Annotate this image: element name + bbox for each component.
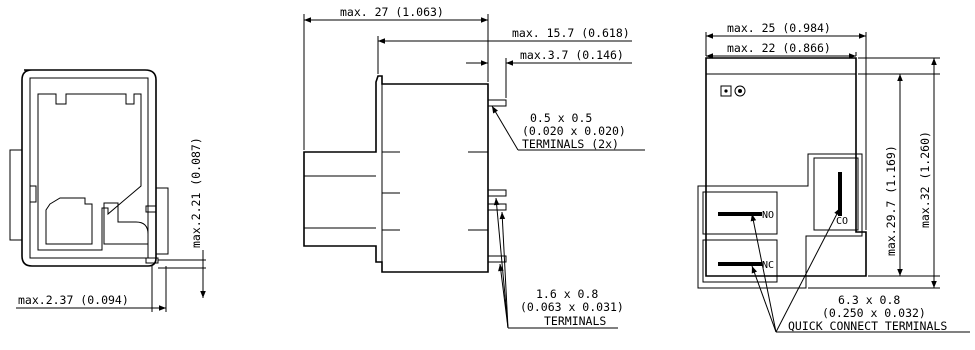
top-dim-inner-height-label: max.29.7 (1.169): [884, 145, 898, 256]
side-main-terminal-label: TERMINALS: [544, 314, 606, 328]
side-dim-pin-label: max.3.7 (0.146): [520, 48, 624, 62]
top-terminal-block: [697, 153, 863, 289]
top-square-marker: [720, 85, 732, 97]
front-dim-height-label: max.2.21 (0.087): [189, 137, 203, 248]
top-co-blade: [838, 172, 842, 216]
top-qc-terminal-inch: (0.250 x 0.032): [822, 306, 926, 320]
side-dim-body-label: max. 15.7 (0.618): [512, 26, 630, 40]
side-leader-t2: [499, 211, 509, 329]
front-view: max.2.21 (0.087) max.2.37 (0.094): [9, 69, 206, 312]
top-nc-terminal: [702, 239, 778, 283]
side-dim-overall-label: max. 27 (1.063): [340, 5, 444, 19]
side-view: max. 27 (1.063) max. 15.7 (0.618) max.3.…: [303, 5, 645, 329]
front-inner-frame: [29, 77, 149, 259]
top-dim-outer-width-label: max. 25 (0.984): [727, 21, 831, 35]
top-nc-label: NC: [762, 260, 774, 271]
top-circle-dot: [738, 89, 742, 93]
side-pcb-terminal-size: 0.5 x 0.5: [530, 111, 592, 125]
front-cavity: [37, 93, 142, 251]
side-terminal-1: [487, 189, 507, 197]
top-co-terminal: [813, 157, 859, 231]
top-no-label: NO: [762, 210, 774, 221]
top-no-blade: [718, 212, 762, 216]
side-leader-t3: [498, 263, 509, 329]
top-square-dot: [724, 89, 728, 93]
front-slot-left: [29, 185, 37, 203]
top-leader-no: [750, 213, 777, 333]
front-pad-right: [103, 202, 149, 245]
top-qc-terminal-label: QUICK CONNECT TERMINALS: [788, 319, 947, 333]
top-no-terminal: [702, 191, 778, 235]
side-main-terminal-size: 1.6 x 0.8: [536, 287, 598, 301]
top-circle-marker: [734, 85, 746, 97]
side-terminal-3: [487, 255, 507, 263]
front-slot-small: [145, 205, 157, 213]
side-pcb-pin: [487, 99, 507, 107]
top-co-label: CO: [836, 216, 848, 227]
top-housing-outline: [705, 57, 867, 277]
front-pad-left: [45, 197, 93, 245]
front-dim-width-label: max.2.37 (0.094): [18, 293, 129, 307]
top-dim-inner-width-label: max. 22 (0.866): [727, 41, 831, 55]
front-side-tab-left: [9, 149, 23, 241]
top-view: max. 25 (0.984) max. 22 (0.866) NO NC CO…: [697, 21, 970, 333]
side-leader-t1: [493, 197, 509, 329]
side-pcb-terminal-inch: (0.020 x 0.020): [522, 124, 626, 138]
front-side-tab-right: [155, 187, 169, 255]
front-housing-outline: [21, 69, 157, 267]
top-nc-blade: [718, 262, 762, 266]
side-pcb-terminal-label: TERMINALS (2x): [522, 137, 619, 151]
side-main-terminal-inch: (0.063 x 0.031): [520, 300, 624, 314]
side-leader-pcb: [491, 105, 519, 151]
top-leader-co: [775, 207, 841, 333]
top-qc-terminal-size: 6.3 x 0.8: [838, 293, 900, 307]
top-dim-outer-height-label: max.32 (1.260): [918, 131, 932, 228]
top-leader-nc: [751, 265, 777, 333]
side-body-outline: [303, 75, 489, 273]
